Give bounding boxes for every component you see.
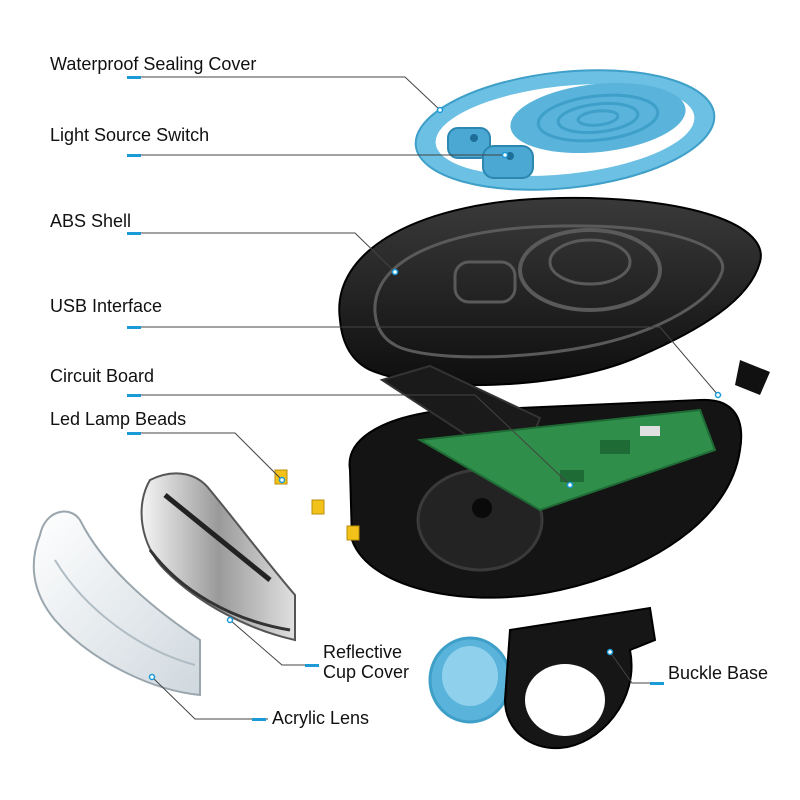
label-led-lamp-beads: Led Lamp Beads <box>50 409 187 429</box>
accent-mark <box>127 154 141 157</box>
accent-mark <box>650 682 664 685</box>
label-buckle-base: Buckle Base <box>668 663 769 683</box>
label-usb-interface: USB Interface <box>50 296 163 316</box>
label-waterproof-sealing-cover: Waterproof Sealing Cover <box>50 54 257 74</box>
label-acrylic-lens: Acrylic Lens <box>272 708 370 728</box>
abs-shell <box>338 196 762 387</box>
buckle-base <box>428 606 657 750</box>
led-lamp-beads <box>274 469 360 541</box>
accent-mark <box>252 718 266 721</box>
circuit-board <box>379 364 717 512</box>
label-reflective-cup-cover-line1: Reflective <box>323 642 403 662</box>
accent-mark <box>127 432 141 435</box>
label-circuit-board: Circuit Board <box>50 366 155 386</box>
label-reflective-cup-cover-line2: Cup Cover <box>323 662 410 682</box>
accent-mark <box>127 76 141 79</box>
acrylic-lens <box>32 510 201 697</box>
accent-mark <box>127 232 141 235</box>
accent-mark <box>127 326 141 329</box>
label-abs-shell: ABS Shell <box>50 211 132 231</box>
label-light-source-switch: Light Source Switch <box>50 125 210 145</box>
accent-mark <box>305 664 319 667</box>
accent-mark <box>127 394 141 397</box>
light-source-switch <box>447 127 534 179</box>
leader-dots <box>148 106 722 681</box>
reflective-cup-cover <box>140 472 296 642</box>
leader-lines <box>140 76 719 720</box>
